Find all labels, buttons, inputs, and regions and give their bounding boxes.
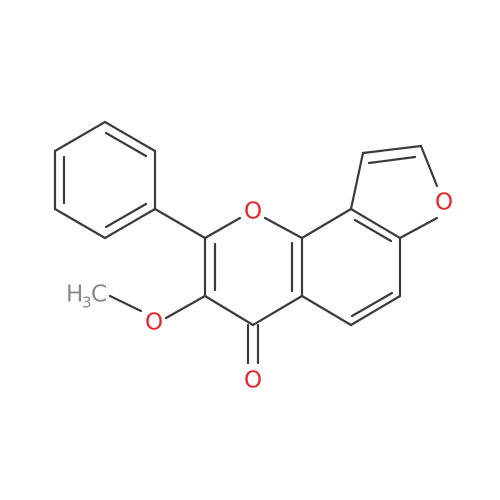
bond: [361, 144, 423, 155]
bond: [419, 144, 439, 188]
bond: [203, 294, 255, 327]
atom-o-furan: O: [435, 190, 453, 216]
methyl-h-label: H: [66, 282, 83, 308]
bond: [300, 294, 353, 327]
methyl-subscript: 3: [82, 294, 92, 312]
bond: [104, 131, 148, 158]
bond: [353, 218, 393, 243]
bond: [398, 216, 439, 240]
bond: [203, 216, 242, 240]
bond: [349, 207, 402, 240]
bond-layer: [53, 120, 439, 365]
methyl-c-label: C: [91, 282, 107, 308]
bond: [53, 120, 107, 153]
bond: [349, 151, 365, 211]
atom-o-carbonyl: O: [244, 368, 262, 394]
bond: [164, 294, 207, 320]
atom-label-layer: O O O O H 3 C: [66, 190, 453, 394]
bond: [153, 207, 207, 240]
bond: [103, 120, 157, 153]
bond: [300, 207, 353, 240]
bond: [367, 155, 417, 165]
methyl-group-label: H 3 C: [66, 282, 107, 312]
bond: [53, 207, 107, 240]
bond: [263, 216, 304, 240]
bond: [251, 294, 304, 327]
bond: [103, 207, 157, 240]
bond: [349, 294, 402, 327]
bond: [350, 291, 394, 318]
atom-o-pyranone: O: [244, 199, 262, 225]
bond: [108, 294, 143, 313]
bond: [104, 202, 148, 229]
atom-o-methoxy: O: [145, 310, 163, 336]
